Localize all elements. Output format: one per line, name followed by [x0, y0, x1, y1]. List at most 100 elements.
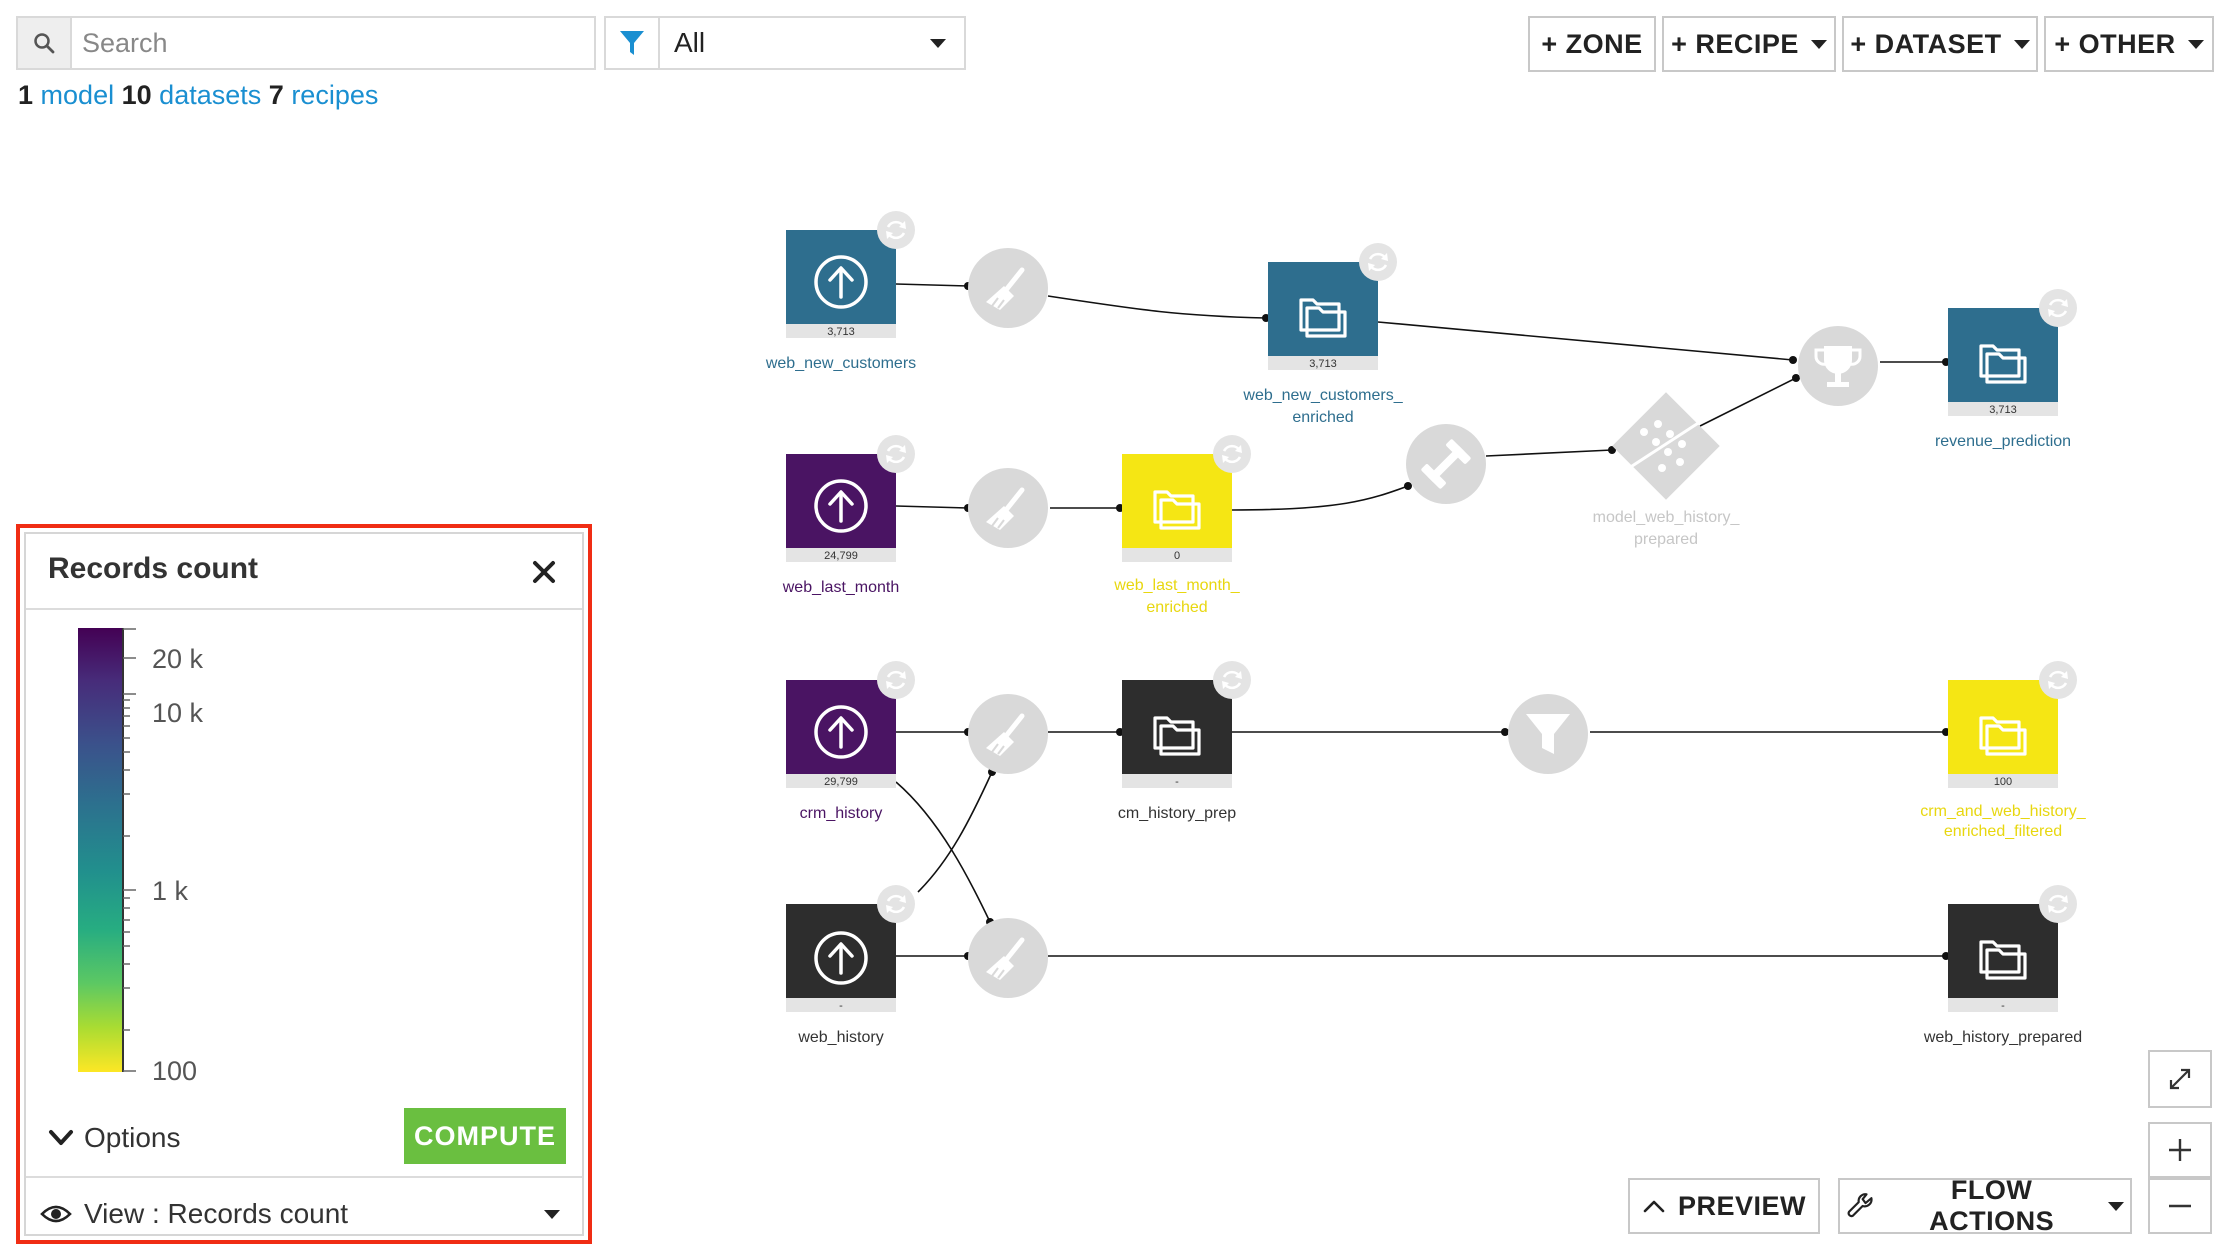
- close-icon[interactable]: [524, 552, 564, 592]
- add-zone-button[interactable]: + ZONE: [1528, 16, 1656, 72]
- model-label-line2: prepared: [1634, 531, 1698, 548]
- flow-actions-button[interactable]: FLOW ACTIONS: [1838, 1175, 2132, 1236]
- refresh-icon: [1211, 659, 1253, 701]
- refresh-icon: [1357, 241, 1399, 283]
- chevron-down-icon: [2108, 1201, 2124, 1211]
- record-count: 3,713: [827, 326, 855, 338]
- add-dataset-button[interactable]: + DATASET: [1842, 16, 2038, 72]
- add-recipe-button[interactable]: + RECIPE: [1662, 16, 1836, 72]
- dataset-cm-history-prep[interactable]: -: [1122, 659, 1253, 788]
- divider: [26, 608, 582, 610]
- add-recipe-label: + RECIPE: [1671, 28, 1799, 59]
- chevron-up-icon: [1643, 1200, 1665, 1213]
- dataset-web-last-month-enriched[interactable]: 0: [1122, 433, 1253, 562]
- recipes-link[interactable]: recipes: [291, 80, 379, 110]
- color-scale-bar: [78, 628, 122, 1072]
- recipe-prepare-3[interactable]: [968, 694, 1048, 774]
- add-dataset-label: + DATASET: [1850, 28, 2002, 59]
- dataset-label: revenue_prediction: [1935, 433, 2071, 450]
- preview-button[interactable]: PREVIEW: [1628, 1178, 1820, 1234]
- dataset-revenue-prediction[interactable]: 3,713: [1948, 287, 2079, 416]
- add-other-button[interactable]: + OTHER: [2044, 16, 2214, 72]
- dataset-label-line2: enriched: [1292, 409, 1353, 426]
- record-count: 3,713: [1309, 358, 1337, 370]
- refresh-icon: [875, 883, 917, 925]
- model-web-history-prepared[interactable]: [1612, 392, 1720, 500]
- preview-label: PREVIEW: [1677, 1190, 1807, 1221]
- options-toggle[interactable]: Options: [48, 1122, 181, 1154]
- records-count-panel-body: Records count: [24, 532, 584, 1236]
- flow-edges: [895, 283, 1946, 957]
- panel-title: Records count: [48, 552, 259, 585]
- scale-tick-10k: 10 k: [152, 698, 204, 728]
- chevron-down-icon: [544, 1209, 560, 1219]
- records-count-panel: Records count: [16, 524, 592, 1244]
- chevron-down-icon: [2013, 39, 2030, 49]
- view-select[interactable]: View : Records count: [40, 1190, 568, 1238]
- chevron-down-icon: [930, 38, 946, 48]
- refresh-icon: [875, 209, 917, 251]
- record-count: 29,799: [824, 776, 858, 788]
- recipe-score[interactable]: [1798, 326, 1878, 406]
- color-scale-axis: [122, 628, 136, 1072]
- dataset-crm-and-web-history-enriched-filtered[interactable]: 100: [1948, 659, 2079, 788]
- scale-tick-20k: 20 k: [152, 644, 204, 674]
- search-input[interactable]: [72, 18, 594, 68]
- chevron-down-icon: [49, 1130, 73, 1145]
- divider: [26, 1176, 582, 1178]
- refresh-icon: [2037, 287, 2079, 329]
- scale-tick-100: 100: [152, 1056, 198, 1086]
- compute-button[interactable]: COMPUTE: [404, 1108, 566, 1164]
- dataset-label-line1: crm_and_web_history_: [1920, 803, 2087, 820]
- dataset-web-last-month[interactable]: 24,799: [786, 433, 917, 562]
- dataset-web-history-prepared[interactable]: -: [1948, 883, 2079, 1012]
- filter-select[interactable]: All: [604, 16, 966, 70]
- recipe-prepare-4[interactable]: [968, 918, 1048, 998]
- dataset-label: web_history: [797, 1029, 883, 1046]
- refresh-icon: [875, 433, 917, 475]
- dataset-web-history[interactable]: -: [786, 883, 917, 1012]
- add-zone-label: + ZONE: [1541, 28, 1643, 59]
- dataset-label-line2: enriched_filtered: [1944, 823, 2062, 840]
- dataset-web-new-customers[interactable]: 3,713: [786, 209, 917, 338]
- add-other-label: + OTHER: [2054, 28, 2176, 59]
- refresh-icon: [2037, 659, 2079, 701]
- eye-icon: [40, 1205, 72, 1223]
- datasets-link[interactable]: datasets: [159, 80, 262, 110]
- filter-value: All: [674, 27, 706, 58]
- record-count: -: [2001, 1000, 2005, 1012]
- record-count: -: [1175, 776, 1179, 788]
- record-count: -: [839, 1000, 843, 1012]
- dataset-label: web_history_prepared: [1923, 1029, 2082, 1046]
- dataset-label: web_last_month: [782, 579, 900, 596]
- filter-icon: [606, 18, 660, 68]
- fullscreen-button[interactable]: [2148, 1050, 2212, 1108]
- options-label: Options: [84, 1122, 181, 1153]
- dataset-label-line1: web_new_customers_: [1242, 387, 1403, 404]
- refresh-icon: [2037, 883, 2079, 925]
- minus-icon: [2169, 1204, 2191, 1208]
- recipe-prepare-1[interactable]: [968, 248, 1048, 328]
- view-label: View : Records count: [84, 1198, 349, 1229]
- zoom-out-button[interactable]: [2148, 1178, 2212, 1234]
- edge-endpoints: [964, 282, 1950, 960]
- dataset-web-new-customers-enriched[interactable]: 3,713: [1268, 241, 1399, 370]
- dataset-label: crm_history: [800, 805, 883, 822]
- models-link[interactable]: model: [40, 80, 115, 110]
- dataset-crm-history[interactable]: 29,799: [786, 659, 917, 788]
- chevron-down-icon: [1810, 39, 1827, 49]
- zoom-in-button[interactable]: [2148, 1122, 2212, 1178]
- plus-icon: [2169, 1139, 2191, 1161]
- record-count: 24,799: [824, 550, 858, 562]
- wrench-icon: [1847, 1193, 1873, 1218]
- record-count: 100: [1994, 776, 2012, 788]
- recipe-prepare-2[interactable]: [968, 468, 1048, 548]
- record-count: 3,713: [1989, 404, 2017, 416]
- recipe-filter[interactable]: [1508, 694, 1588, 774]
- search-box[interactable]: [16, 16, 596, 70]
- refresh-icon: [875, 659, 917, 701]
- search-icon: [18, 18, 72, 68]
- scale-tick-1k: 1 k: [152, 876, 189, 906]
- recipe-train[interactable]: [1406, 424, 1486, 504]
